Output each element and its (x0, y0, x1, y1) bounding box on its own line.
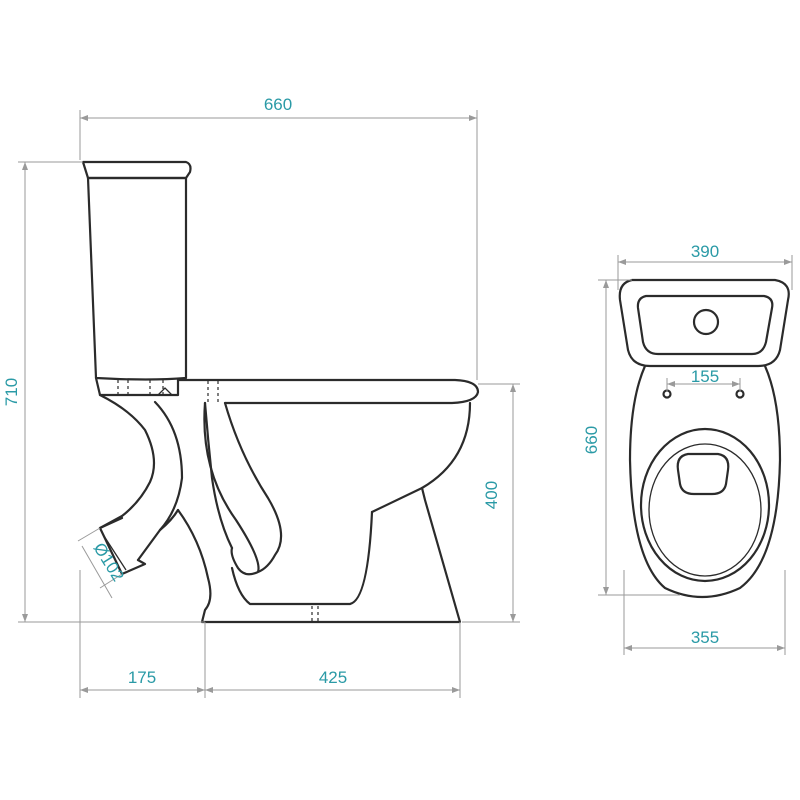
dim-total-height: 710 (2, 378, 21, 406)
dim-pan-height: 400 (482, 481, 501, 509)
seat (176, 378, 480, 405)
foot (176, 486, 462, 624)
tank-body (86, 176, 188, 381)
trapway (203, 401, 283, 576)
tank-top-inner (636, 294, 774, 356)
dim-base-width: 355 (691, 628, 719, 647)
dim-hole-spacing: 155 (691, 367, 719, 386)
side-dimensions: 660 710 400 Ø102 175 425 (2, 95, 520, 698)
dim-total-length: 660 (264, 95, 292, 114)
dim-top-length: 660 (582, 426, 601, 454)
drain-opening (676, 452, 730, 496)
top-view (618, 278, 790, 598)
dim-drain-diameter: Ø102 (90, 539, 128, 584)
top-dimensions: 390 155 660 355 (582, 242, 793, 655)
flush-button (692, 308, 720, 336)
tank-connection (94, 376, 180, 397)
bowl-outer (370, 401, 472, 514)
dim-outlet-offset: 175 (128, 668, 156, 687)
dim-tank-width: 390 (691, 242, 719, 261)
bowl-outer-top (628, 364, 782, 598)
side-view (81, 160, 480, 624)
tank-top-outline (618, 278, 790, 368)
tank-lid (81, 160, 192, 180)
outlet-pipe (98, 516, 147, 576)
outlet-horn (98, 393, 156, 530)
dim-base-length: 425 (319, 668, 347, 687)
seat-ring (639, 427, 771, 583)
